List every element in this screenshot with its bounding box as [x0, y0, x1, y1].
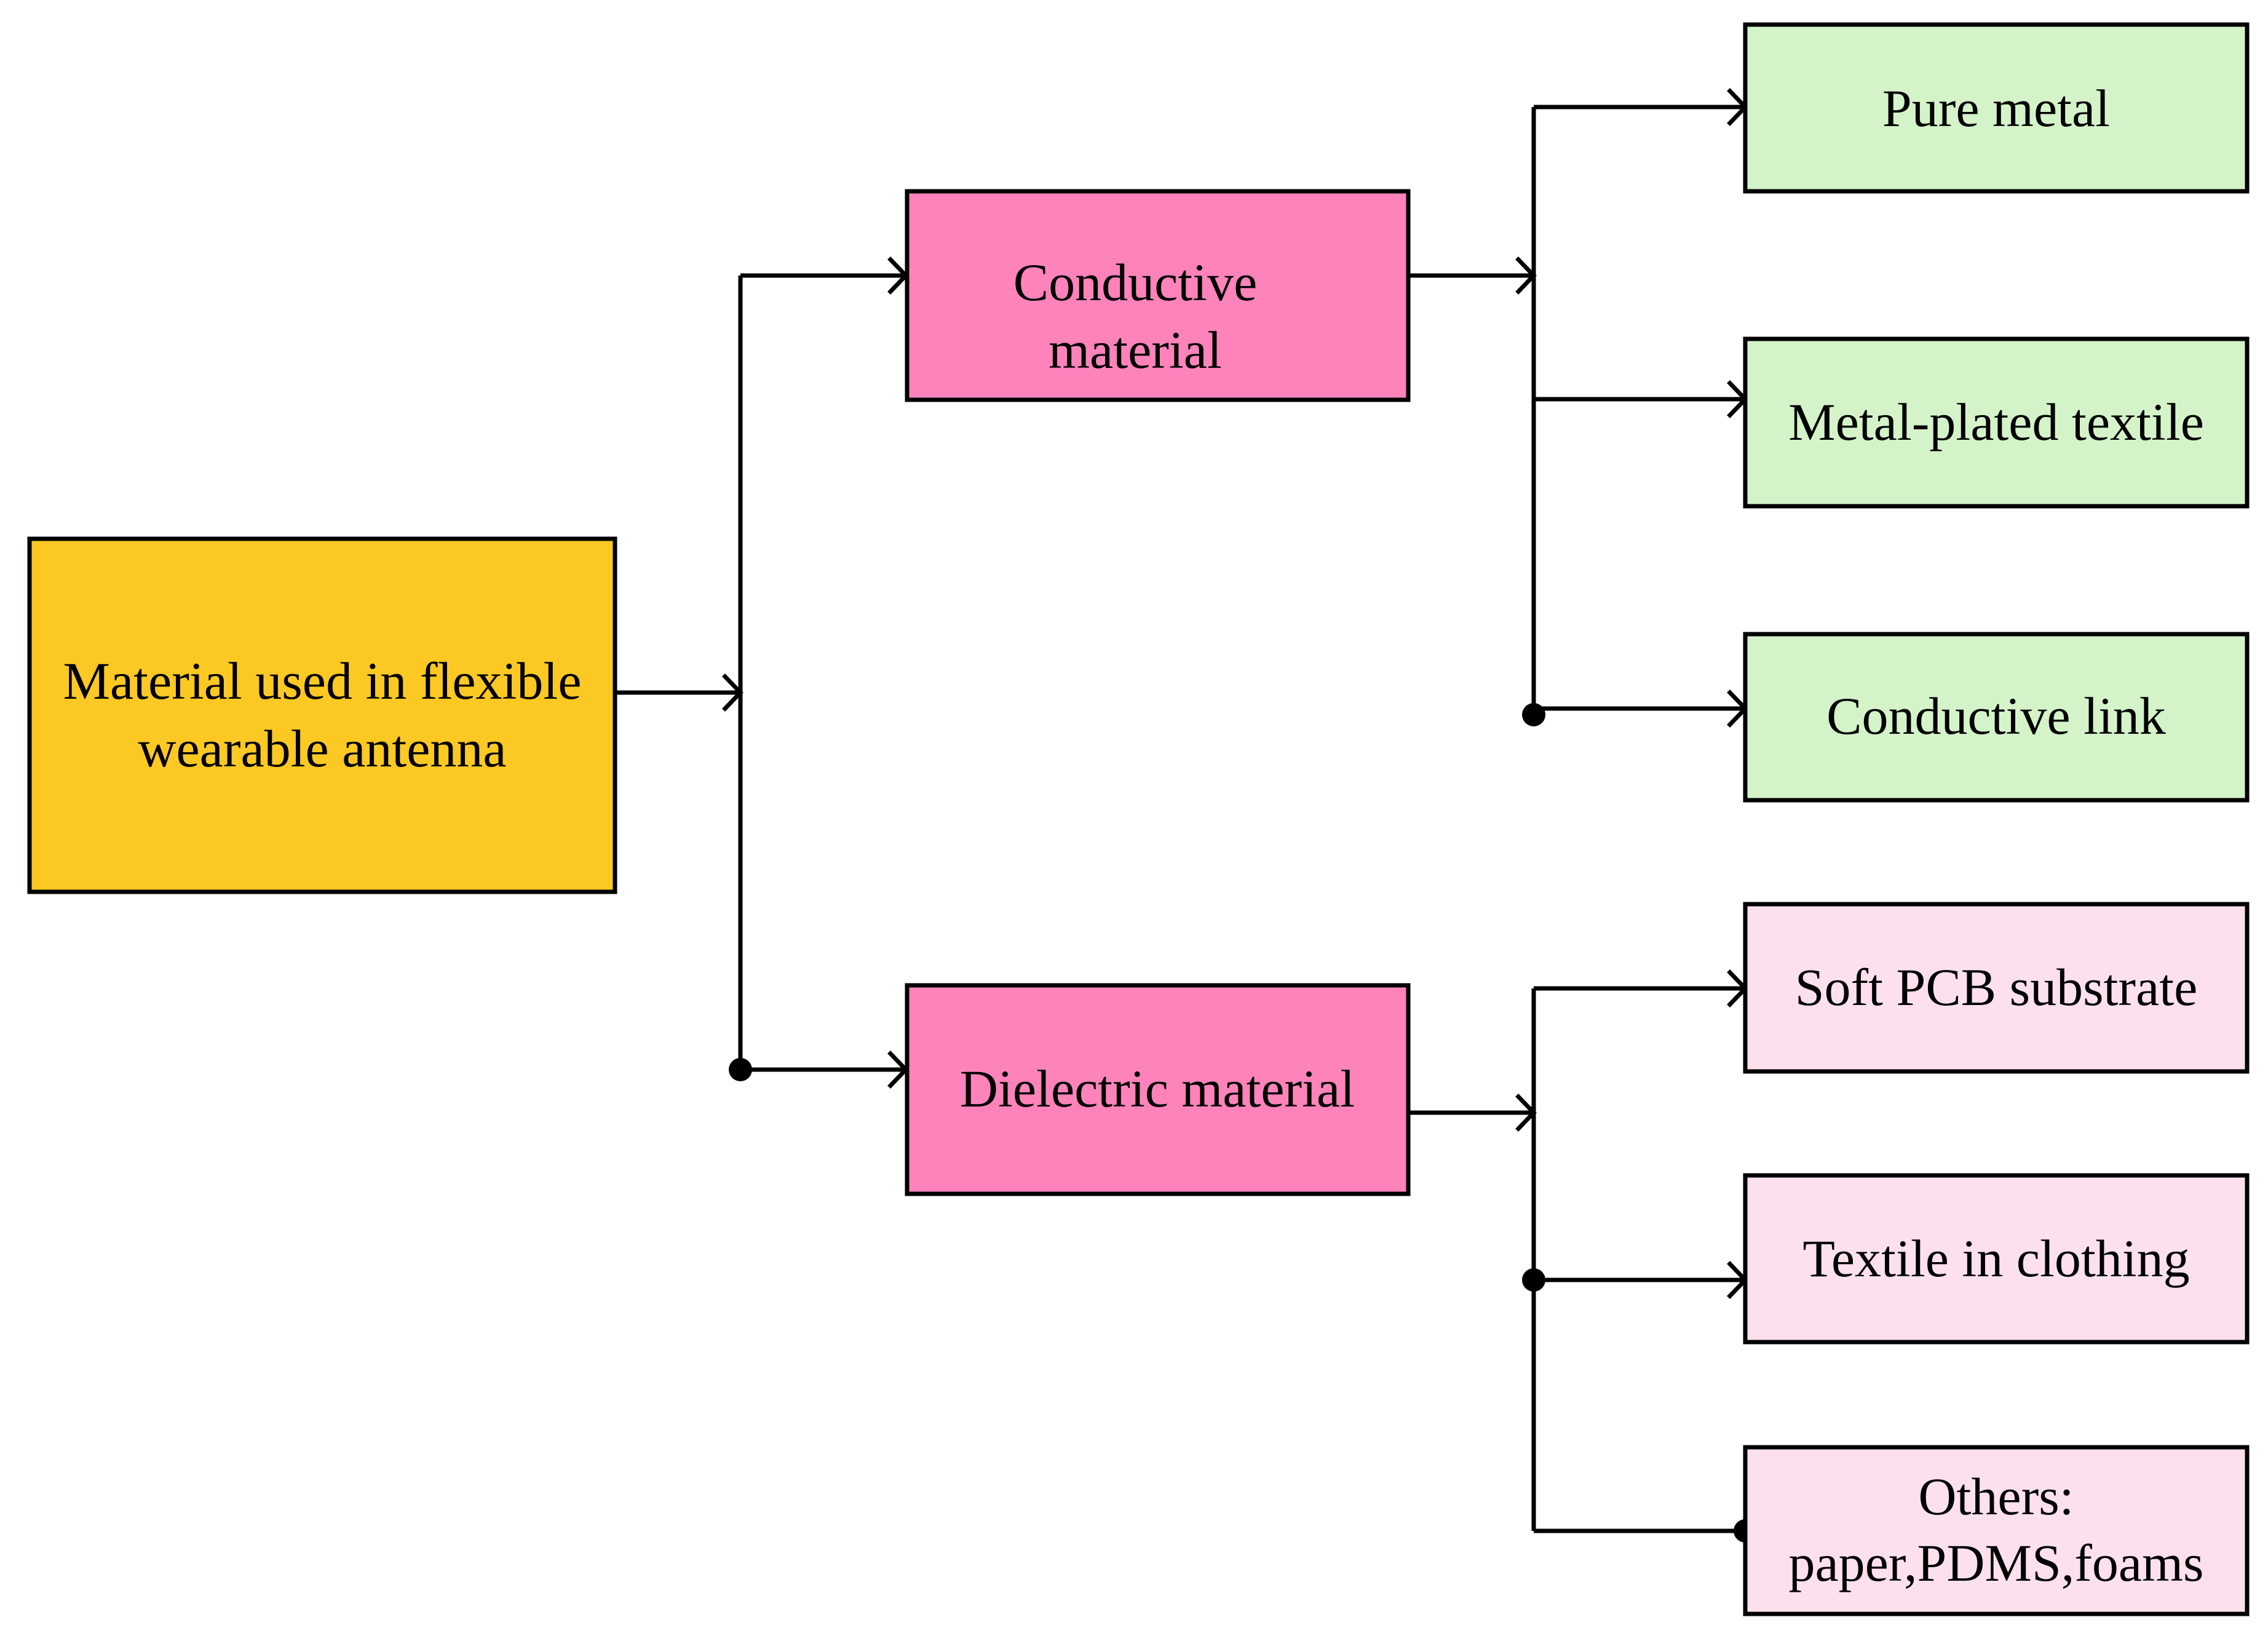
conductive-material-node: Conductive material: [905, 189, 1411, 402]
others-box: [1743, 1445, 2250, 1616]
root-connectors: [615, 256, 909, 1089]
conductive-material-label-line1: Conductive: [1013, 253, 1258, 312]
metal-plated-textile-node: Metal-plated textile: [1743, 336, 2250, 509]
dielectric-junction-dot: [1522, 1268, 1545, 1292]
dielectric-material-label: Dielectric material: [960, 1059, 1355, 1118]
textile-in-clothing-node: Textile in clothing: [1743, 1173, 2250, 1345]
soft-pcb-substrate-box: [1743, 902, 2250, 1074]
conductive-connectors: [1408, 88, 1748, 728]
pure-metal-node: Pure metal: [1743, 22, 2250, 194]
conductive-material-box: [905, 189, 1411, 402]
conductive-material-label-line2: material: [1049, 320, 1222, 379]
conductive-link-box: [1743, 632, 2250, 803]
conductive-link-node: Conductive link: [1743, 632, 2250, 803]
conductive-link-label: Conductive link: [1826, 686, 2166, 745]
root-node: Material used in flexible wearable anten…: [27, 536, 617, 894]
soft-pcb-substrate-label: Soft PCB substrate: [1795, 958, 2198, 1017]
metal-plated-textile-label: Metal-plated textile: [1788, 392, 2204, 451]
pure-metal-box: [1743, 22, 2250, 194]
conductive-junction-dot: [1522, 703, 1545, 726]
dielectric-material-node: Dielectric material: [905, 983, 1411, 1196]
root-node-box: [27, 536, 617, 894]
textile-in-clothing-label: Textile in clothing: [1802, 1229, 2189, 1288]
dielectric-connectors: [1408, 969, 1757, 1543]
others-label-line1: Others:: [1918, 1467, 2074, 1526]
others-label-line2: paper,PDMS,foams: [1789, 1533, 2204, 1592]
soft-pcb-substrate-node: Soft PCB substrate: [1743, 902, 2250, 1074]
root-junction-dot: [729, 1058, 752, 1081]
root-node-label-line2: wearable antenna: [138, 719, 506, 778]
others-node: Others: paper,PDMS,foams: [1743, 1445, 2250, 1616]
dielectric-material-box: [905, 983, 1411, 1196]
pure-metal-label: Pure metal: [1882, 79, 2110, 138]
metal-plated-textile-box: [1743, 336, 2250, 509]
root-node-label-line1: Material used in flexible: [63, 651, 582, 710]
textile-in-clothing-box: [1743, 1173, 2250, 1345]
